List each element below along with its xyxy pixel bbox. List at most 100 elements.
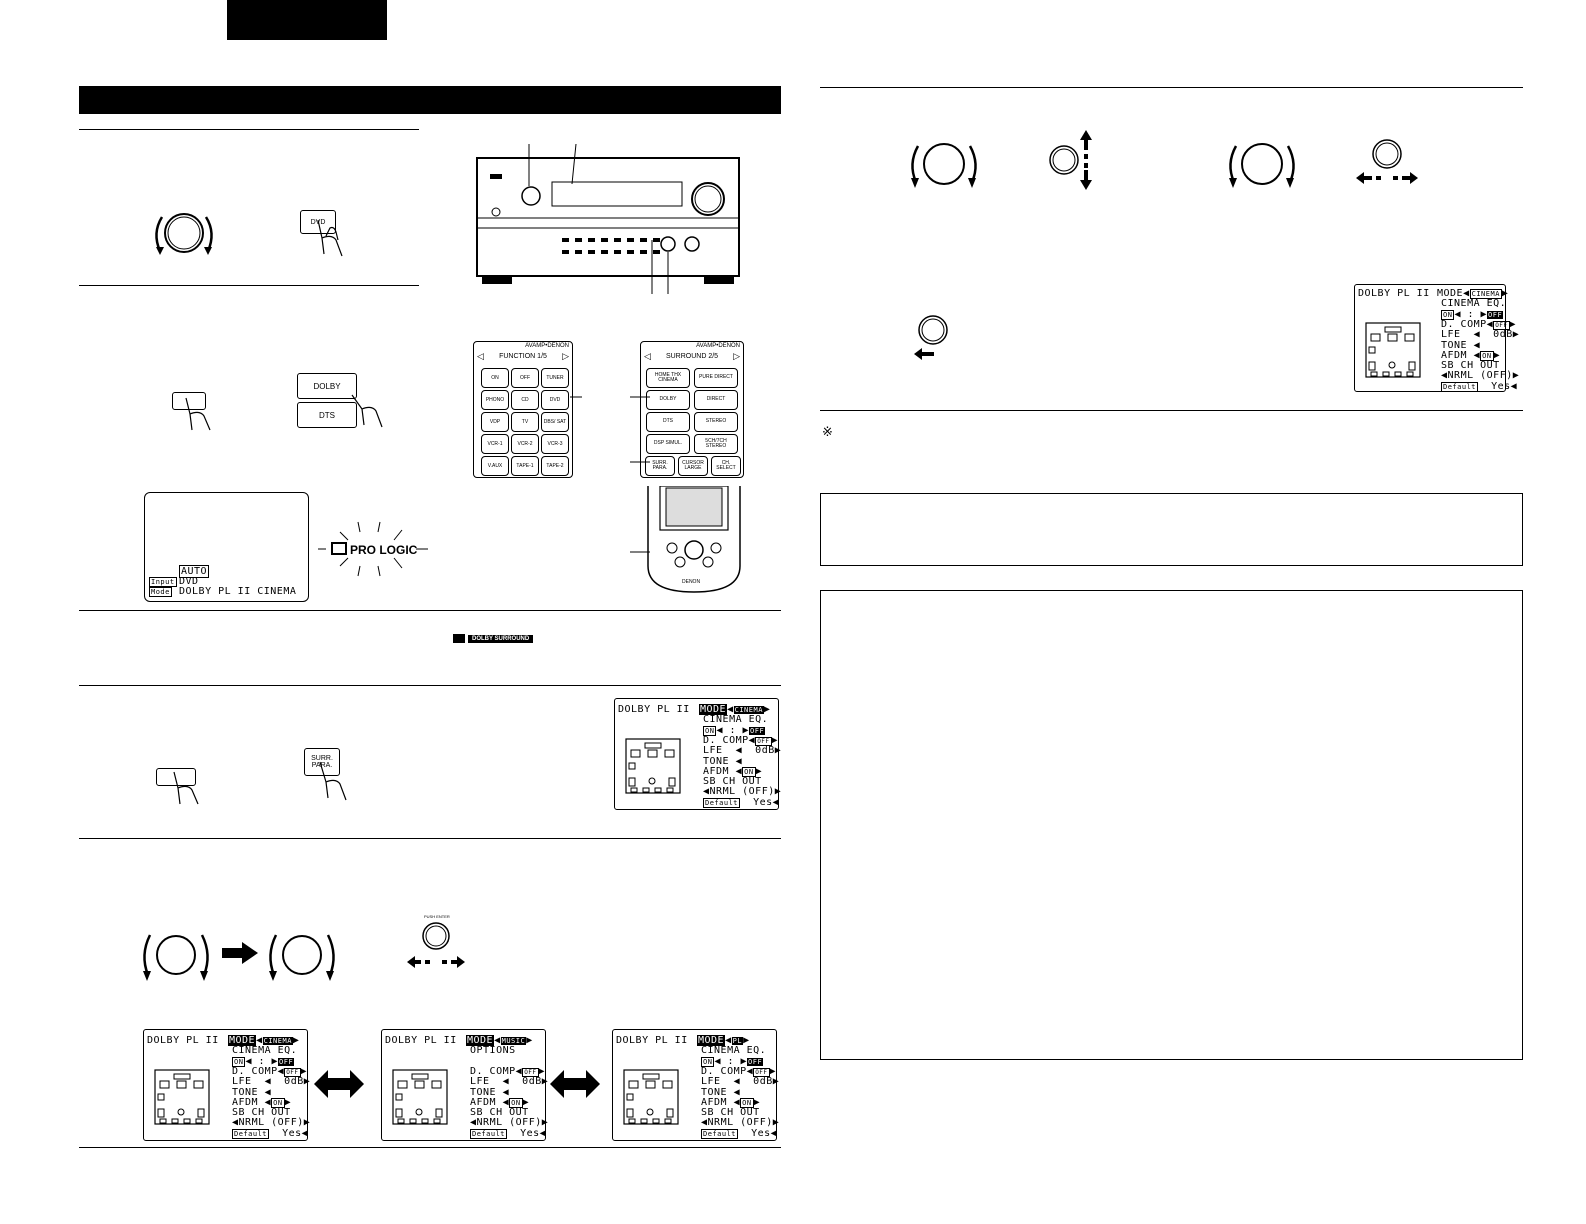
remote-key[interactable]: STEREO (694, 412, 738, 432)
input-selector-knob-icon (155, 213, 213, 255)
remote-key[interactable]: DIRECT (694, 390, 738, 410)
handset-brand: DENON (682, 579, 701, 585)
remote-key[interactable]: TAPE-1 (511, 456, 539, 476)
remote-handset-icon (647, 486, 741, 593)
osd-mode-value: CINEMA (262, 1037, 293, 1045)
rule-1 (79, 129, 419, 130)
remote-key[interactable]: VCR-2 (511, 434, 539, 454)
remote-key[interactable]: SURR. PARA. (645, 456, 675, 476)
rule-3 (79, 610, 781, 611)
remote-key[interactable]: CD (511, 390, 539, 410)
header-black-tab (227, 0, 387, 40)
av-receiver-front-panel (476, 144, 740, 294)
osd-title: DOLBY PL II (618, 704, 690, 715)
osd-sb-ch-out: SB CH OUT (703, 776, 762, 788)
osd-lfe-val: 0dB (753, 1076, 773, 1088)
osd-tone: TONE (701, 1086, 728, 1098)
osd-afdm-val: ON (742, 766, 756, 777)
osd-lfe-val: 0dB (522, 1076, 542, 1088)
prev-page-icon[interactable]: ◁ (644, 351, 651, 361)
note-box (820, 493, 1523, 566)
speaker-layout-icon (1365, 322, 1421, 378)
remote-key[interactable]: 5CH/7CH STEREO (694, 434, 738, 454)
next-page-icon[interactable]: ▷ (562, 351, 569, 361)
remote-key[interactable]: PHONO (481, 390, 509, 410)
osd-default: Default (703, 797, 741, 808)
remote-key[interactable]: TV (511, 412, 539, 432)
input-tag: Input (149, 577, 177, 587)
remote-key[interactable]: DTS (646, 412, 690, 432)
hand-press-icon (351, 394, 383, 428)
rule-4 (79, 685, 781, 686)
osd-afdm: AFDM (703, 765, 730, 777)
osd-mode-label: MODE (1437, 288, 1464, 299)
hand-press-icon (319, 761, 347, 801)
push-enter-back-icon (914, 315, 948, 360)
remote-key[interactable]: VDP (481, 412, 509, 432)
remote-key[interactable]: HOME THX CINEMA (646, 368, 690, 388)
remote-key[interactable]: TUNER (541, 368, 569, 388)
right-rule-top (820, 87, 1523, 88)
osd-afdm: AFDM (701, 1096, 728, 1108)
remote-key[interactable]: TAPE-2 (541, 456, 569, 476)
osd-lfe: LFE (703, 745, 723, 757)
osd-mode-value: PL (731, 1037, 744, 1045)
remote-key[interactable]: DOLBY (646, 390, 690, 410)
osd-yes: Yes (520, 1127, 540, 1139)
next-arrow-icon (222, 942, 258, 964)
remote-key[interactable]: CURSOR LARGE (678, 456, 708, 476)
remote-key[interactable]: VCR-3 (541, 434, 569, 454)
dolby-button[interactable]: DOLBY (297, 373, 357, 399)
remote-key[interactable]: DBS/ SAT (541, 412, 569, 432)
osd-lfe-val: 0dB (1493, 329, 1513, 341)
osd-mode-label: MODE (699, 704, 728, 715)
speaker-layout-icon (392, 1068, 448, 1125)
remote-key[interactable]: V.AUX (481, 456, 509, 476)
osd-dcomp: D. COMP (1441, 318, 1487, 330)
rotary-knob-icon (143, 934, 209, 981)
osd-dcomp-val: OFF (522, 1067, 539, 1077)
surr-para-button[interactable]: SURR. PARA. (304, 748, 340, 776)
remote-page-title: SURROUND 2/5 (665, 353, 719, 360)
remote-key[interactable]: VCR-1 (481, 434, 509, 454)
osd-nrml: NRML (OFF) (709, 786, 775, 798)
remote-key[interactable]: CH. SELECT (711, 456, 741, 476)
osd-tone: TONE (470, 1086, 497, 1098)
remote-key[interactable]: DSP SIMUL. (646, 434, 690, 454)
osd-off: OFF (1487, 310, 1504, 319)
pro-logic-label: PRO LOGIC (331, 542, 417, 557)
osd-yes: Yes (1491, 380, 1511, 392)
osd-tone: TONE (1441, 339, 1468, 351)
osd-afdm-val: ON (740, 1097, 754, 1108)
osd-nrml: NRML (OFF) (238, 1117, 304, 1129)
osd-lfe-val: 0dB (755, 745, 775, 757)
osd-dcomp: D. COMP (701, 1065, 747, 1077)
push-enter-updown-icon (1049, 130, 1092, 190)
osd-mode-value: CINEMA (733, 706, 764, 714)
hand-press-icon (317, 219, 343, 257)
osd-lfe: LFE (1441, 329, 1461, 341)
remote-mode-button[interactable] (156, 768, 196, 786)
prev-page-icon[interactable]: ◁ (477, 351, 484, 361)
osd-title: DOLBY PL II (1358, 288, 1430, 299)
rule-5 (79, 838, 781, 839)
osd-title: DOLBY PL II (147, 1035, 219, 1046)
remote-key[interactable]: OFF (511, 368, 539, 388)
osd-lfe: LFE (701, 1076, 721, 1088)
next-page-icon[interactable]: ▷ (733, 351, 740, 361)
remote-key[interactable]: DVD (541, 390, 569, 410)
auto-indicator: AUTO (179, 565, 210, 578)
right-rule-2 (820, 410, 1523, 411)
remote-key[interactable]: ON (481, 368, 509, 388)
osd-dcomp: D. COMP (232, 1065, 278, 1077)
remote-key[interactable]: PURE DIRECT (694, 368, 738, 388)
hand-press-icon (173, 771, 199, 805)
osd-on: ON (701, 1056, 715, 1067)
display-input-line: DVD (179, 576, 199, 587)
osd-afdm: AFDM (470, 1096, 497, 1108)
rule-2 (79, 285, 419, 286)
note-symbol: ※ (822, 424, 833, 439)
dts-button[interactable]: DTS (297, 402, 357, 428)
